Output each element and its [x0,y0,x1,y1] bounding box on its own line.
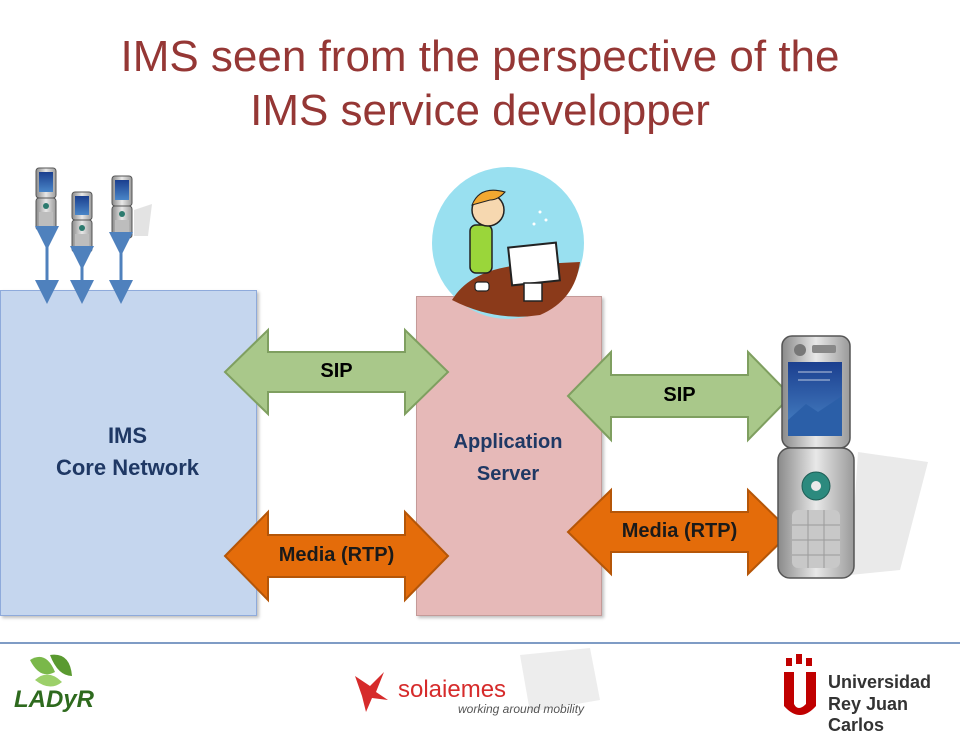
double-arrow-icon [35,226,133,304]
ims-core-network-box [0,290,257,616]
ladyr-logo [30,654,72,687]
phone-icon [71,191,93,253]
urjc-line-2: Rey Juan Carlos [828,694,909,735]
urjc-logo [784,654,816,715]
solaiemes-tagline: working around mobility [458,702,585,716]
media-right-label: Media (RTP) [621,520,738,542]
diagram-graphics [30,167,928,715]
media-arrow-left [223,509,450,603]
phone-icon [35,167,57,231]
solaiemes-logo-text: solaiemes [398,676,507,703]
phone-icon [111,175,152,239]
page-title: IMS seen from the perspective of the IMS… [0,30,960,138]
sip-right-label: SIP [663,384,696,406]
title-line-1: IMS seen from the perspective of the [120,32,840,81]
phone-icon [777,335,928,579]
footer-divider [0,642,960,644]
application-server-label: Application Server [416,426,600,490]
application-server-box [416,296,602,616]
ims-label-line-1: IMS [107,423,148,448]
sip-arrow-left [223,327,450,417]
sip-left-label: SIP [320,360,353,382]
solaiemes-logo [355,648,600,712]
title-line-2: IMS service developper [250,86,710,135]
as-label-line-2: Server [476,463,540,485]
developer-at-computer-illustration [432,167,584,319]
as-label-line-1: Application [453,431,563,453]
ims-label-line-2: Core Network [55,455,200,480]
ims-core-network-label: IMS Core Network [0,420,255,484]
ladyr-logo-text: LADyR [14,686,95,713]
media-left-label: Media (RTP) [278,544,395,566]
urjc-line-1: Universidad [828,672,932,692]
